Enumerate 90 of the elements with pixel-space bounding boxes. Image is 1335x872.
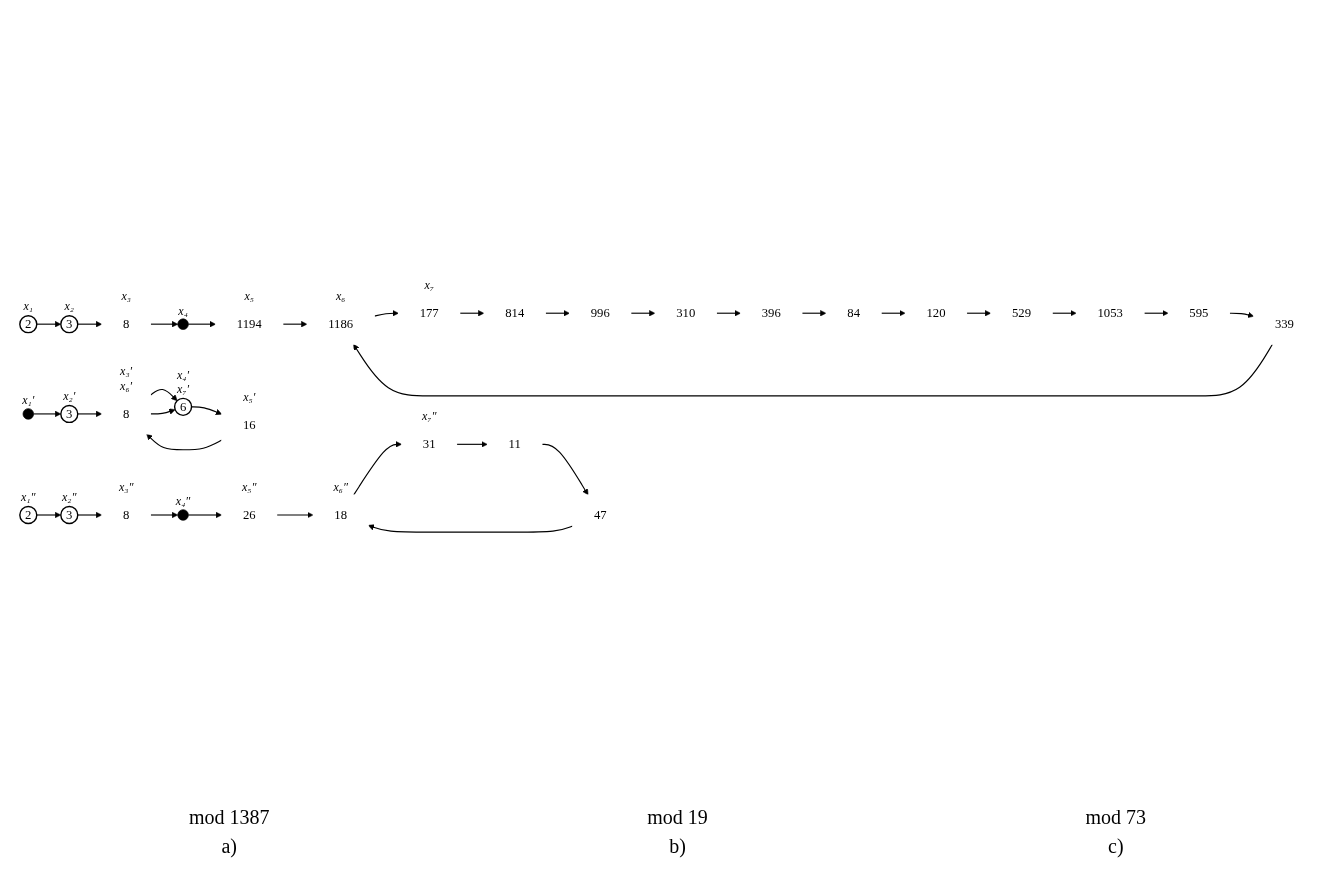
variable-label: x₄ bbox=[178, 303, 188, 318]
variable-label: x₇″ bbox=[421, 408, 437, 423]
variable-label: x₆″ bbox=[333, 479, 348, 494]
node-text: 996 bbox=[590, 305, 610, 320]
arrow bbox=[880, 310, 906, 317]
variable-label: x₂′ bbox=[63, 389, 76, 404]
variable-label: x₃″ bbox=[118, 479, 134, 494]
arrow bbox=[368, 524, 574, 533]
variable-label: x₇′ bbox=[177, 382, 190, 397]
node-text: 177 bbox=[419, 305, 439, 320]
arrow bbox=[544, 310, 570, 317]
node-text: 595 bbox=[1189, 305, 1209, 320]
variable-label: x₅″ bbox=[242, 479, 257, 494]
variable-label: x₇ bbox=[424, 277, 434, 292]
node-circle bbox=[177, 318, 189, 330]
node-circle: 2 bbox=[19, 315, 38, 334]
arrow bbox=[146, 433, 223, 451]
arrow bbox=[459, 310, 485, 317]
node-text: 529 bbox=[1011, 305, 1032, 320]
node-circle bbox=[177, 509, 189, 521]
node-circle: 3 bbox=[60, 505, 79, 525]
node-circle: 3 bbox=[60, 404, 79, 424]
node-text: 84 bbox=[847, 305, 860, 320]
arrow bbox=[276, 511, 314, 519]
node-circle bbox=[22, 408, 34, 420]
node-text: 1194 bbox=[236, 316, 262, 331]
node-circle: 2 bbox=[19, 505, 38, 525]
arrow bbox=[191, 406, 222, 415]
variable-label: x₅′ bbox=[243, 389, 256, 404]
node-circle: 6 bbox=[173, 397, 193, 417]
arrow bbox=[373, 310, 399, 317]
arrow bbox=[353, 441, 402, 496]
variable-label: x₁′ bbox=[22, 393, 35, 408]
node-text: 26 bbox=[242, 507, 256, 522]
node-text: 8 bbox=[123, 316, 130, 331]
arrow bbox=[282, 321, 308, 328]
arrow bbox=[150, 321, 179, 328]
variable-label: x₁ bbox=[23, 299, 34, 314]
node-text: 8 bbox=[123, 507, 130, 522]
arrow bbox=[77, 511, 103, 519]
arrow bbox=[456, 441, 488, 448]
node-text: 339 bbox=[1274, 316, 1294, 331]
variable-label: x₆ bbox=[335, 288, 346, 303]
node-text: 1053 bbox=[1097, 305, 1123, 320]
arrow bbox=[77, 410, 103, 418]
arrow bbox=[150, 511, 179, 519]
variable-label: x₅ bbox=[244, 288, 255, 303]
variable-label: x₆′ bbox=[120, 378, 133, 393]
modulus-label: mod 1387 bbox=[188, 806, 270, 829]
arrow bbox=[353, 343, 1273, 397]
panel-label: b) bbox=[669, 835, 686, 858]
arrow bbox=[33, 410, 62, 418]
arrow bbox=[541, 443, 589, 496]
variable-label: x₂ bbox=[64, 299, 75, 314]
node-circle: 3 bbox=[60, 315, 79, 334]
variable-label: x₂″ bbox=[62, 490, 77, 505]
arrow bbox=[150, 408, 176, 415]
node-text: 18 bbox=[334, 507, 348, 522]
arrow bbox=[1051, 310, 1077, 317]
node-text: 11 bbox=[508, 436, 521, 452]
arrow bbox=[36, 321, 62, 328]
arrow bbox=[36, 511, 62, 519]
arrow bbox=[150, 388, 178, 402]
variable-label: x₁″ bbox=[21, 490, 36, 505]
arrow bbox=[801, 310, 827, 317]
modulus-label: mod 19 bbox=[647, 806, 708, 829]
node-text: 814 bbox=[505, 305, 525, 320]
arrow bbox=[715, 310, 741, 317]
arrow bbox=[1229, 311, 1254, 318]
node-text: 396 bbox=[761, 305, 781, 320]
node-text: 47 bbox=[593, 507, 607, 522]
node-text: 120 bbox=[926, 305, 946, 320]
arrow bbox=[77, 321, 103, 328]
arrow bbox=[187, 321, 216, 328]
panel-label: c) bbox=[1108, 835, 1124, 858]
node-text: 8 bbox=[123, 406, 130, 421]
node-text: 310 bbox=[676, 305, 696, 320]
node-text: 16 bbox=[242, 417, 256, 432]
panel-label: a) bbox=[221, 835, 237, 858]
arrow bbox=[966, 310, 992, 317]
arrow bbox=[630, 310, 656, 317]
arrow bbox=[1143, 310, 1169, 317]
node-text: 31 bbox=[422, 436, 436, 452]
arrow bbox=[187, 511, 222, 519]
variable-label: x₃ bbox=[121, 288, 131, 303]
modulus-label: mod 73 bbox=[1085, 806, 1147, 829]
variable-label: x₄″ bbox=[175, 494, 191, 509]
node-text: 1186 bbox=[328, 316, 354, 331]
variable-label: x₄′ bbox=[177, 367, 190, 382]
variable-label: x₃′ bbox=[120, 364, 133, 379]
